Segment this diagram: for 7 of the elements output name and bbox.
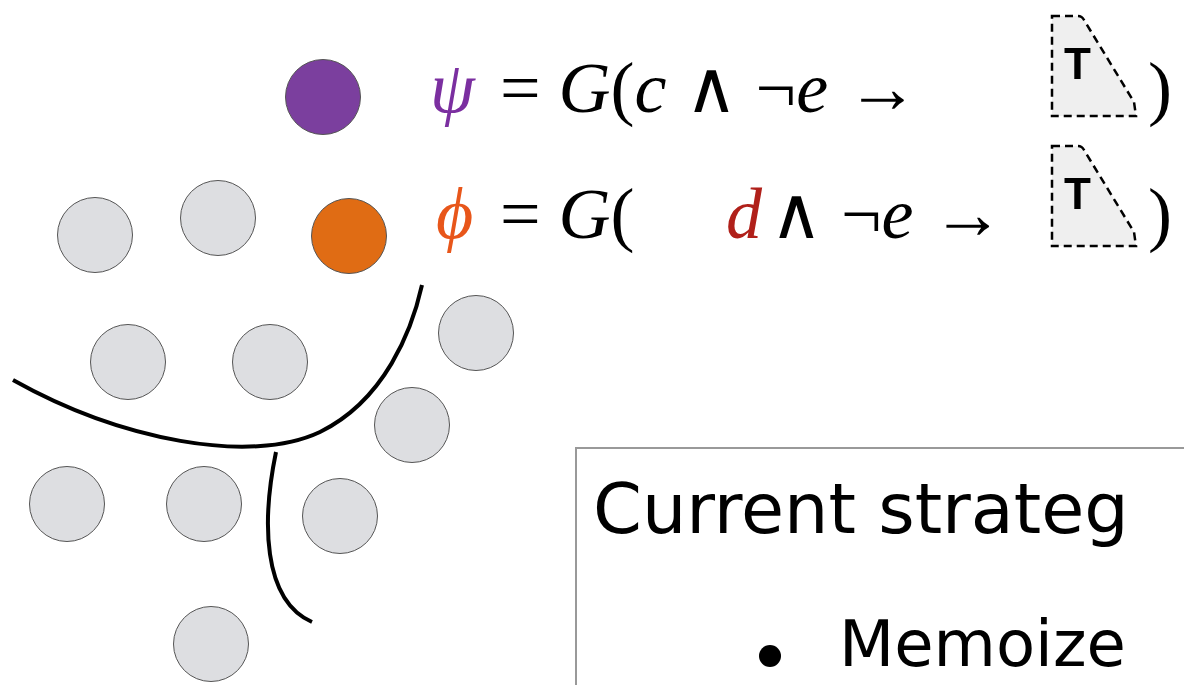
placeholder-letter: T: [1064, 172, 1091, 216]
placeholder-letter: T: [1064, 42, 1091, 86]
panel-heading: Current strateg: [593, 471, 1129, 548]
bullet-item: Memoize: [839, 609, 1126, 680]
strategy-panel: [575, 447, 1184, 685]
formula-text: ∧ ¬e →: [770, 178, 1004, 250]
formula-variable: d: [726, 178, 762, 250]
